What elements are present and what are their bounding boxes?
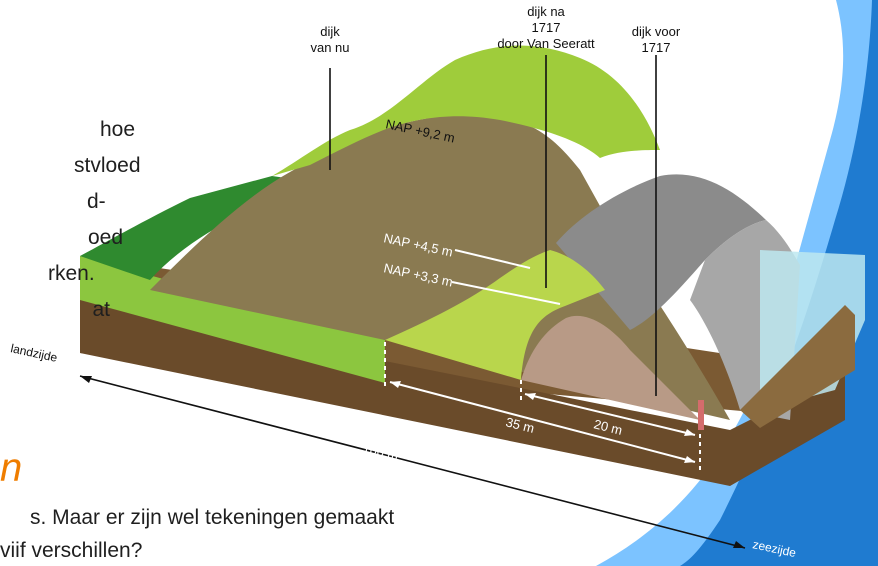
- dim-100: [79, 375, 746, 549]
- title-line: dijk na: [527, 4, 565, 19]
- title-line: 1717: [532, 20, 561, 35]
- dim-35-arrow-left: [390, 381, 401, 388]
- label-dim35: 35 m: [504, 414, 536, 436]
- wood-palisade: [740, 305, 855, 428]
- title-line: 1717: [642, 40, 671, 55]
- label-dim100: 100 m: [361, 440, 400, 463]
- bottom-text-line-2: viif verschillen?: [0, 539, 143, 562]
- hedge: [80, 176, 300, 280]
- dike-today-grass: [272, 45, 660, 176]
- bottom-text-line-1: s. Maar er zijn wel tekeningen gemaakt: [30, 506, 395, 529]
- dim-20: [524, 393, 696, 436]
- dim-35-arrow-right: [684, 456, 695, 463]
- dim-35: [389, 381, 696, 463]
- dim-100-arrow-right: [733, 541, 745, 548]
- title-line: van nu: [310, 40, 349, 55]
- revetment-top: [556, 174, 766, 330]
- nap45-leader: [454, 249, 531, 269]
- dim-20-arrow-left: [525, 393, 536, 400]
- title-line: door Van Seeratt: [497, 36, 595, 51]
- orange-heading-fragment: n: [0, 446, 23, 490]
- bottom-text-block: s. Maar er zijn wel tekeningen gemaakt v…: [0, 506, 500, 566]
- post-marker: [698, 400, 704, 430]
- dim-100-arrow-left: [80, 376, 92, 383]
- title-line: dijk voor: [632, 24, 681, 39]
- dim-20-arrow-right: [684, 429, 695, 436]
- nap33-leader: [451, 281, 561, 305]
- dike-1717-after-grass: [385, 250, 605, 380]
- title-line: dijk: [320, 24, 340, 39]
- label-dim20: 20 m: [592, 416, 624, 438]
- label-landzijde: landzijde: [9, 341, 59, 365]
